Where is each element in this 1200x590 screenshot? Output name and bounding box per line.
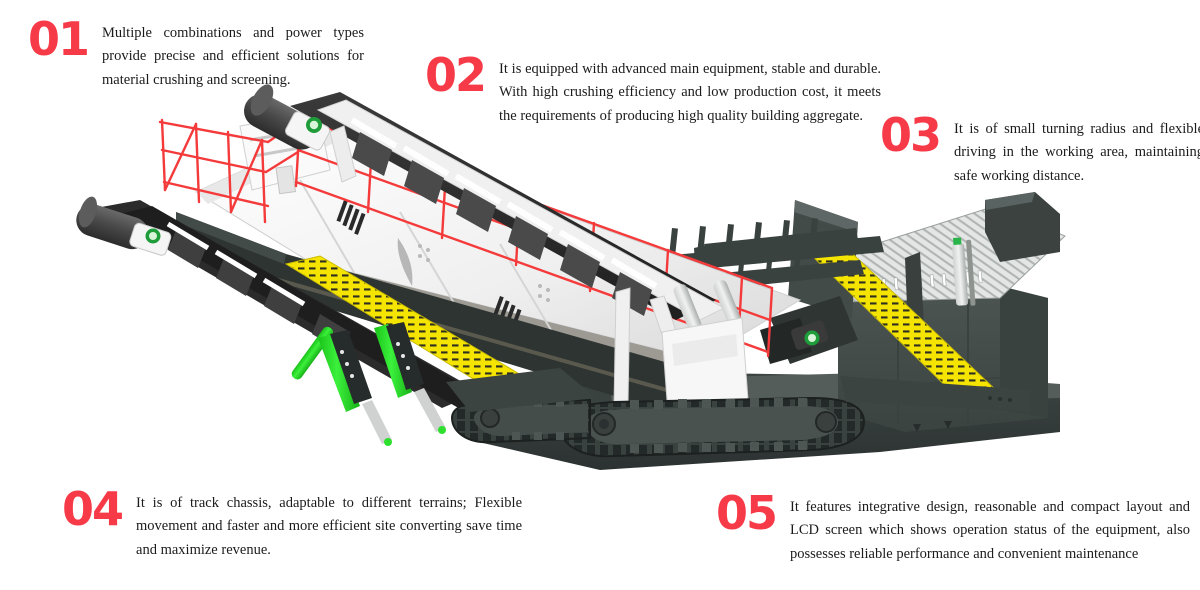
crawler-track-left (450, 398, 591, 444)
callout-text-04: It is of track chassis, adaptable to dif… (136, 495, 523, 558)
upper-discharge-conveyor (244, 84, 726, 321)
feature-callout-02: 02 It is equipped with advanced main equ… (425, 52, 882, 128)
hopper-lift-cylinder (952, 237, 976, 306)
callout-text-02: It is equipped with advanced main equipm… (499, 61, 882, 124)
conveyor-head-pulley-side (76, 196, 149, 250)
callout-text-01: Multiple combinations and power types pr… (102, 25, 365, 88)
conveyor-drive-motor-side (129, 222, 172, 256)
callout-number-02: 02 (425, 48, 487, 102)
feature-callout-04: 04 It is of track chassis, adaptable to … (62, 486, 523, 562)
callout-number-03: 03 (880, 108, 942, 162)
control-cabinet-lcd-panel (661, 317, 749, 415)
track-frame-shield (446, 368, 1030, 412)
crawler-track-right (558, 396, 866, 458)
oversize-conveyor (760, 296, 858, 364)
callout-text-05: It features integrative design, reasonab… (790, 499, 1191, 562)
green-hydraulic-cylinders (291, 322, 446, 446)
feature-callout-01: 01 Multiple combinations and power types… (28, 16, 365, 92)
conveyor-drive-motor-right (791, 320, 829, 350)
feature-callout-05: 05 It features integrative design, reaso… (716, 490, 1191, 566)
callout-number-04: 04 (62, 482, 124, 536)
support-rams (613, 280, 749, 415)
feature-callout-03: 03 It is of small turning radius and fle… (880, 112, 1200, 188)
conveyor-drive-motor-upper (285, 111, 331, 151)
callout-text-03: It is of small turning radius and flexib… (954, 121, 1200, 184)
callout-number-05: 05 (716, 486, 778, 540)
callout-number-01: 01 (28, 12, 90, 66)
